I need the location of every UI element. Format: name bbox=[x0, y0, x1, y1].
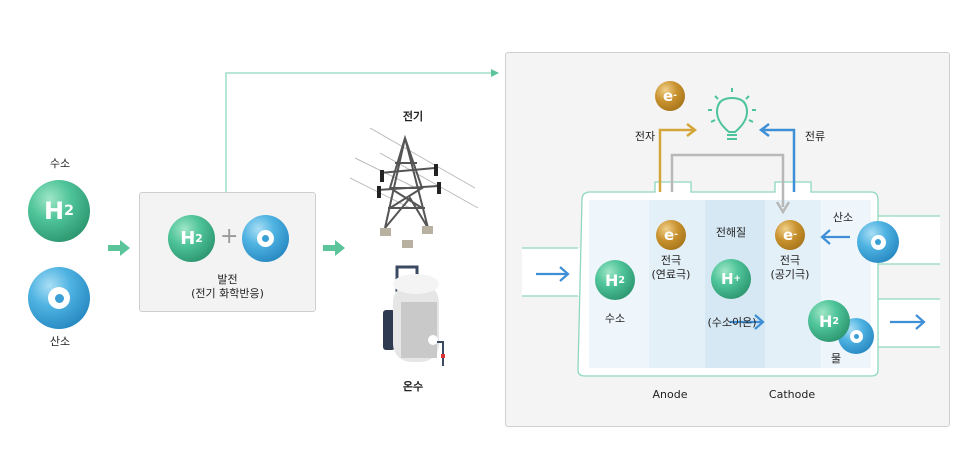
ion-superscript: + bbox=[733, 274, 742, 284]
anode-electrode-sublabel: (연료극) bbox=[651, 268, 691, 281]
electron-symbol: e bbox=[663, 87, 674, 105]
hydrogen-subscript: 2 bbox=[618, 274, 626, 286]
electron-superscript: - bbox=[793, 230, 797, 240]
anode-electrode-label: 전극 bbox=[660, 254, 682, 267]
oxygen-molecule-icon bbox=[28, 267, 90, 329]
cathode-label: Cathode bbox=[768, 388, 816, 401]
electricity-label: 전기 bbox=[402, 110, 424, 123]
oxygen-molecule-icon bbox=[857, 221, 899, 263]
reaction-title: 발전 bbox=[217, 273, 238, 286]
hydrogen-subscript: 2 bbox=[64, 203, 75, 219]
oxygen-ring bbox=[48, 287, 70, 309]
oxygen-molecule-icon bbox=[242, 215, 289, 262]
electron-symbol: e bbox=[664, 226, 675, 244]
cathode-electron-icon: e- bbox=[775, 220, 805, 250]
hydrogen-subscript: 2 bbox=[832, 315, 840, 327]
cell-hydrogen-label: 수소 bbox=[604, 312, 626, 325]
hydrogen-label: 수소 bbox=[49, 157, 71, 170]
hydrogen-symbol: H bbox=[604, 270, 619, 290]
connector-line bbox=[225, 69, 499, 194]
cathode-electrode-label: 전극 bbox=[779, 254, 801, 267]
electrolyte-label: 전해질 bbox=[715, 226, 747, 239]
electron-icon: e- bbox=[655, 81, 685, 111]
cell-oxygen-label: 산소 bbox=[832, 211, 854, 224]
hydrogen-symbol: H bbox=[818, 311, 833, 331]
oxygen-label: 산소 bbox=[49, 335, 71, 348]
hydrogen-subscript: 2 bbox=[195, 232, 203, 245]
reaction-subtitle: (전기 화학반응) bbox=[191, 287, 264, 300]
hot-water-tank-icon bbox=[383, 265, 445, 366]
anode-electron-icon: e- bbox=[656, 220, 686, 250]
flow-arrow-icon bbox=[108, 240, 130, 256]
hydrogen-ion-icon: H+ bbox=[711, 259, 751, 299]
plus-sign: + bbox=[220, 224, 239, 249]
ion-symbol: H bbox=[720, 270, 734, 288]
electron-label: 전자 bbox=[634, 130, 656, 143]
water-oxygen-icon bbox=[838, 318, 874, 354]
hydrogen-symbol: H bbox=[43, 197, 65, 225]
cathode-electrode-sublabel: (공기극) bbox=[770, 268, 810, 281]
electron-superscript: - bbox=[674, 230, 678, 240]
hydrogen-ion-label: (수소이온) bbox=[707, 316, 757, 329]
hot-water-label: 온수 bbox=[402, 380, 424, 393]
hydrogen-symbol: H bbox=[180, 228, 196, 249]
electron-superscript: - bbox=[673, 91, 677, 101]
anode-label: Anode bbox=[652, 388, 688, 401]
water-label: 물 bbox=[830, 352, 842, 365]
electron-symbol: e bbox=[783, 226, 794, 244]
flow-arrow-icon bbox=[323, 240, 345, 256]
power-tower-icon bbox=[350, 128, 479, 248]
current-label: 전류 bbox=[804, 130, 826, 143]
